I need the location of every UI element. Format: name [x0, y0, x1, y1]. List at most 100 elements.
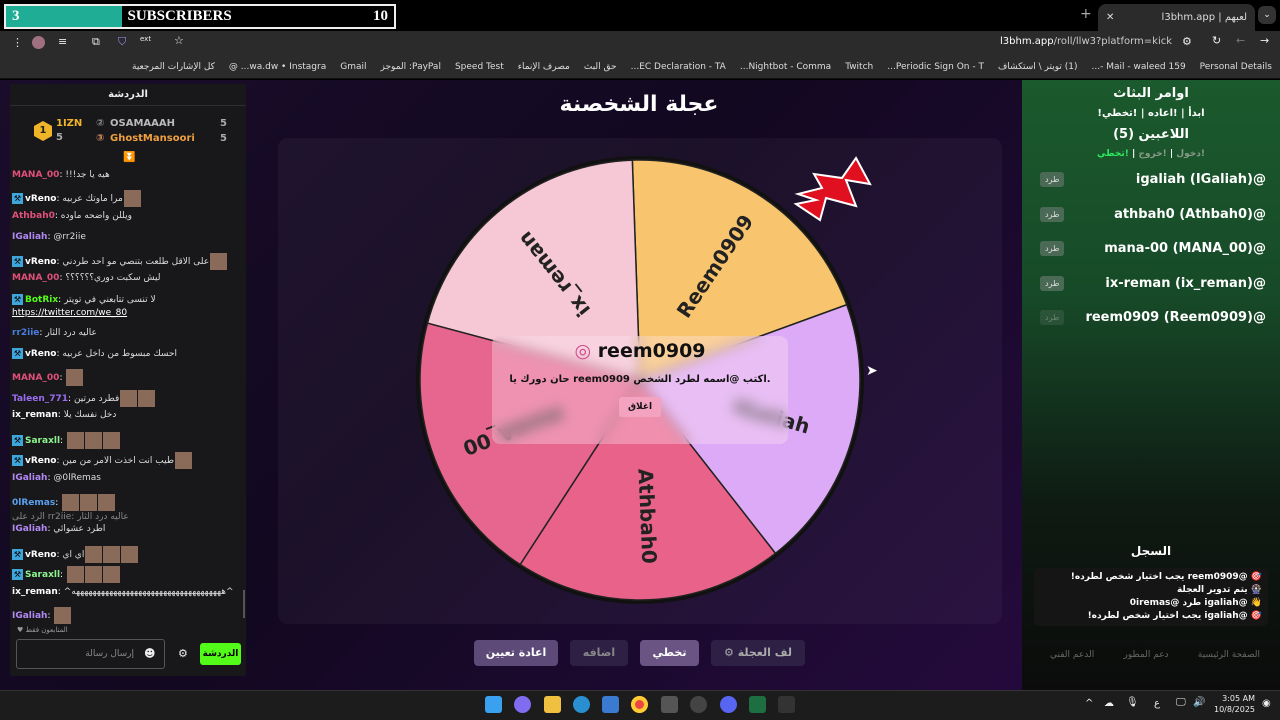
kick-button[interactable]: طرد [1040, 275, 1065, 291]
chrome-icon[interactable] [631, 696, 648, 713]
popup-close-button[interactable]: اغلاق [618, 397, 662, 417]
footer-home-link[interactable]: الصفحة الرئيسية [1197, 650, 1260, 660]
close-tab-icon[interactable]: ✕ [1106, 12, 1115, 23]
bookmark-item[interactable]: Mail - waleed 159 -... [1091, 61, 1186, 72]
media-icon[interactable]: ≡ [58, 35, 68, 48]
discord-icon[interactable] [720, 696, 737, 713]
footer-support-dev-link[interactable]: دعم المطور [1123, 650, 1169, 660]
chat-username[interactable]: IGaliah [12, 611, 48, 621]
chat-username[interactable]: vReno [25, 257, 57, 267]
back-icon[interactable]: → [1260, 34, 1270, 47]
extensions-icon[interactable]: ⧉ [92, 35, 100, 48]
chat-username[interactable]: vReno [25, 550, 57, 560]
target-icon: ◎ [574, 340, 592, 362]
chat-username[interactable]: ix_reman [12, 587, 58, 597]
tray-chevron-icon[interactable]: ^ [1085, 698, 1094, 709]
mic-icon[interactable]: 🎙 [1126, 697, 1139, 708]
shield-extension-icon[interactable]: ⛉ [118, 35, 127, 48]
language-indicator[interactable]: ع [1154, 698, 1160, 709]
network-icon[interactable]: 🖵 [1176, 697, 1186, 708]
rank-2-badge: ② [96, 118, 105, 129]
emoji-icon[interactable]: ☻ [144, 647, 156, 660]
spin-wheel-button[interactable]: ⚙ لف العجلة [711, 640, 805, 666]
chat-username[interactable]: IGaliah [12, 232, 48, 242]
edge-icon[interactable] [573, 696, 590, 713]
add-button[interactable]: اضافه [570, 640, 628, 666]
leader-3-name: GhostMansoori [110, 133, 195, 144]
kick-button[interactable]: طرد [1040, 172, 1065, 187]
bookmark-item[interactable]: Personal Details [1199, 61, 1272, 72]
bookmark-item[interactable]: Nightbot - Comma... [739, 61, 832, 72]
chat-username[interactable]: Athbah0 [12, 211, 55, 221]
chat-text: على الاقل طلعت بتنصي مو احد طردني [62, 257, 210, 267]
chat-input[interactable]: إرسال رسالة [16, 639, 165, 669]
chat-username[interactable]: rr2iie [12, 328, 40, 338]
bookmark-item[interactable]: مصرف الإنماء [517, 61, 570, 72]
footer-tech-support-link[interactable]: الدعم الفني [1050, 650, 1095, 660]
start-icon[interactable] [485, 696, 502, 713]
chat-username[interactable]: ix_reman [12, 410, 58, 420]
url-field[interactable]: l3bhm.app/roll/llw3?platform=kick [1000, 36, 1173, 47]
file-explorer-icon[interactable] [544, 696, 561, 713]
bookmark-item[interactable]: EC Declaration - TA... [630, 61, 726, 72]
wheel-segment [631, 159, 848, 382]
obs-icon[interactable] [690, 696, 707, 713]
scroll-down-icon[interactable]: ⏬ [123, 152, 136, 163]
reload-icon[interactable]: ↻ [1212, 34, 1222, 47]
new-tab-button[interactable]: + [1080, 6, 1092, 22]
bookmark-item[interactable]: wa.dw • Instagra... @ [228, 61, 327, 72]
notifications-icon[interactable]: ◉ [1262, 698, 1271, 709]
chat-text[interactable]: https://twitter.com/we_80 [12, 308, 128, 318]
bookmark-item[interactable]: كل الإشارات المرجعية [132, 61, 215, 72]
chat-username[interactable]: MANA_00 [12, 373, 60, 383]
chat-message: Taleen_771: فطرد مرتين [12, 390, 156, 407]
chat-settings-icon[interactable]: ⚙ [178, 647, 188, 660]
site-settings-icon[interactable]: ⚙ [1182, 35, 1192, 48]
kick-button[interactable]: طرد [1040, 206, 1065, 222]
calculator-icon[interactable] [661, 696, 678, 713]
reset-button[interactable]: اعادة تعيين [474, 640, 558, 666]
moderator-badge-icon: ⚒ [12, 256, 23, 267]
profile-icon[interactable] [32, 36, 45, 49]
store-icon[interactable] [602, 696, 619, 713]
bookmark-item[interactable]: PayPal: الموجز [380, 61, 441, 72]
onedrive-icon[interactable]: ☁ [1104, 698, 1114, 709]
browser-tab[interactable]: ✕ l3bhm.app | لعبهم [1098, 4, 1255, 31]
volume-icon[interactable]: 🔊 [1193, 697, 1206, 708]
kick-button[interactable]: طرد [1040, 310, 1065, 325]
bookmark-item[interactable]: Speed Test [454, 61, 504, 72]
kick-button[interactable]: طرد [1040, 241, 1065, 256]
tab-search-icon[interactable]: ⌄ [1258, 6, 1276, 24]
forward-icon[interactable]: ← [1236, 34, 1246, 47]
chat-username[interactable]: Saraxll [25, 436, 61, 446]
bookmark-item[interactable]: (1) تويتر \ استكشاف [997, 61, 1078, 72]
ext-icon[interactable]: ext [140, 35, 152, 43]
bookmark-item[interactable]: Twitch [845, 61, 874, 72]
chat-username[interactable]: vReno [25, 194, 57, 204]
chat-username[interactable]: MANA_00 [12, 273, 60, 283]
leader-2-name: OSAMAAAH [110, 118, 175, 129]
chat-username[interactable]: vReno [25, 349, 57, 359]
chat-send-button[interactable]: الدردشة [200, 643, 241, 665]
excel-icon[interactable] [749, 696, 766, 713]
chat-username[interactable]: 0lRemas [12, 498, 56, 508]
bookmark-item[interactable]: Gmail [340, 61, 367, 72]
chat-username[interactable]: IGaliah [12, 524, 48, 534]
bookmark-item[interactable]: حق البث [583, 61, 617, 72]
chat-username[interactable]: IGaliah [12, 473, 48, 483]
leader-2-count: 5 [220, 118, 227, 129]
chat-message: https://twitter.com/we_80 [12, 308, 127, 318]
chat-username[interactable]: vReno [25, 456, 57, 466]
chat-scrollbar[interactable] [243, 590, 245, 618]
bookmark-item[interactable]: Periodic Sign On - T... [887, 61, 984, 72]
bookmark-star-icon[interactable]: ☆ [174, 34, 184, 47]
menu-icon[interactable]: ⋮ [12, 36, 23, 49]
copilot-icon[interactable] [514, 696, 531, 713]
chat-username[interactable]: Taleen_771 [12, 394, 69, 404]
chat-username[interactable]: MANA_00 [12, 170, 60, 180]
skip-button[interactable]: تخطي [640, 640, 699, 666]
chat-username[interactable]: Saraxll [25, 570, 61, 580]
app-icon[interactable] [778, 696, 795, 713]
chat-username[interactable]: BotRix [25, 295, 59, 305]
